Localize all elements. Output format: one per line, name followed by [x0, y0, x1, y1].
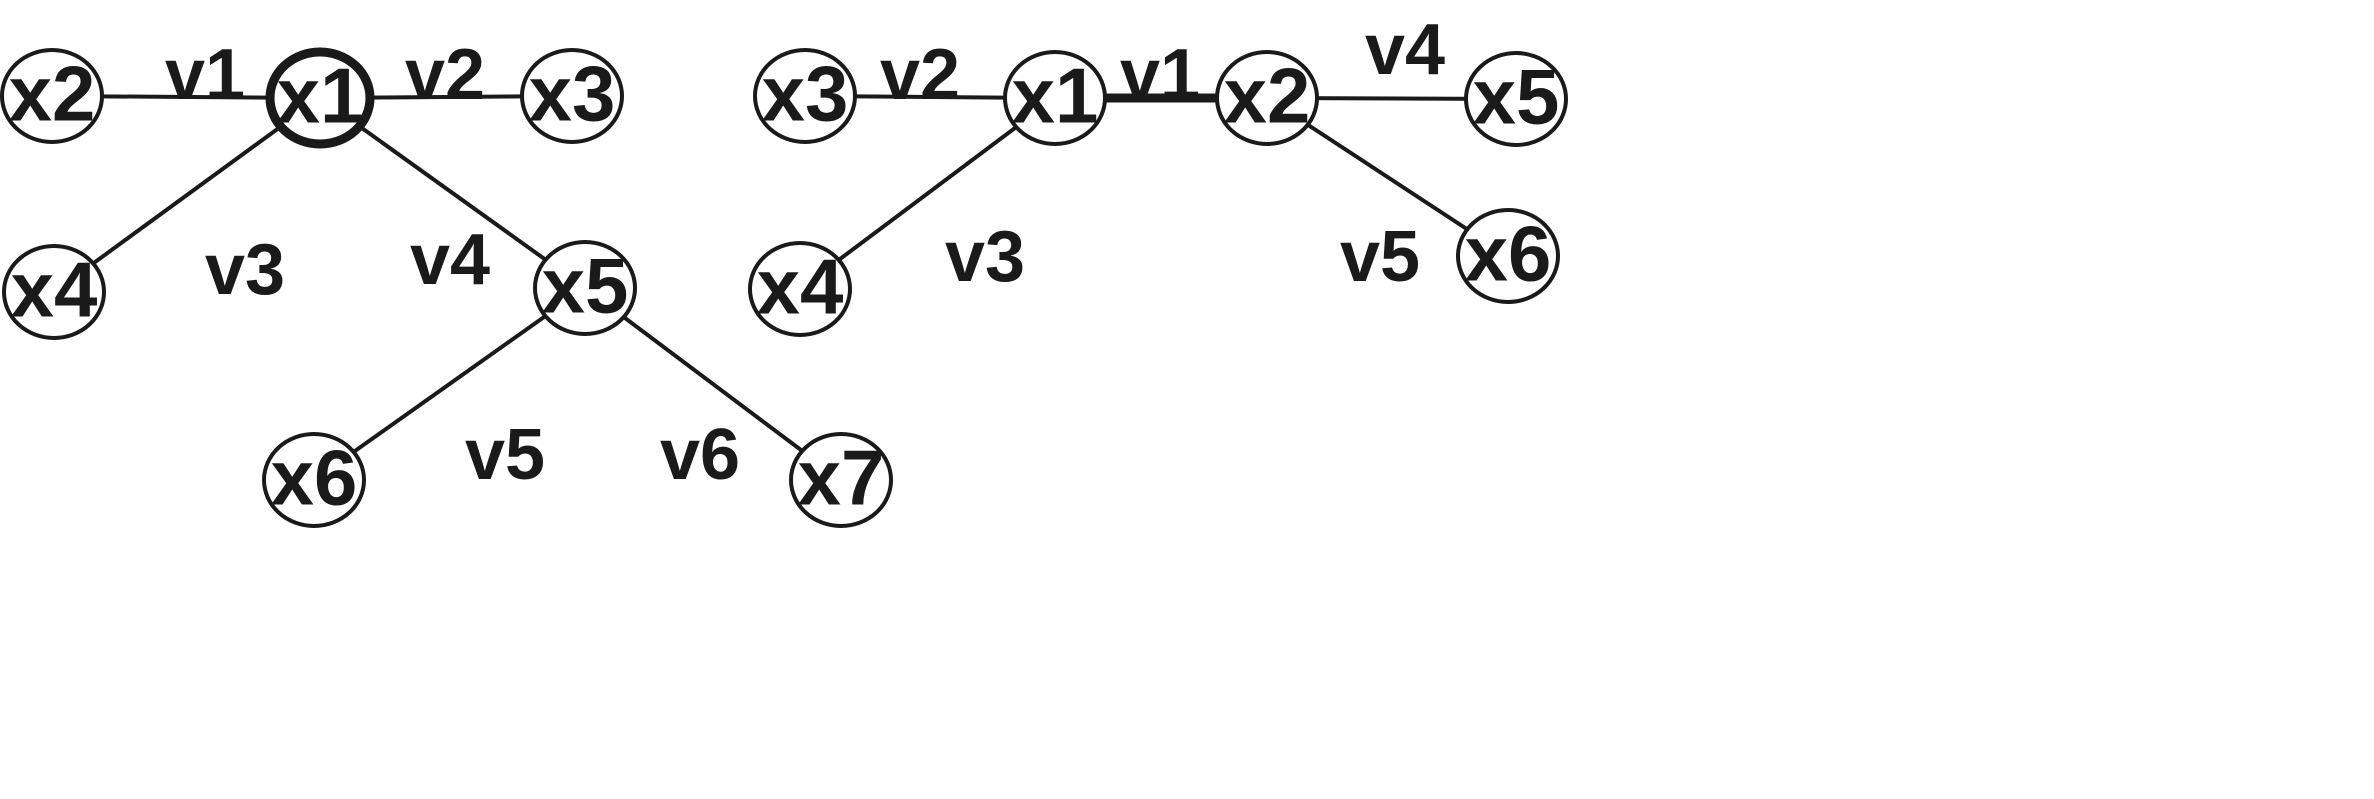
- node-circle: [789, 432, 893, 528]
- node-label: x5: [1473, 53, 1560, 141]
- node-circle: [1003, 50, 1107, 146]
- node-circle: [262, 432, 366, 528]
- node-circle: [1464, 51, 1568, 147]
- node-x5: x5: [1464, 51, 1568, 147]
- node-x3: x3: [753, 48, 857, 144]
- node-circle: [2, 244, 106, 340]
- node-x7: x7: [789, 432, 893, 528]
- node-label: x6: [271, 434, 358, 522]
- node-circle: [753, 48, 857, 144]
- node-x4: x4: [748, 241, 852, 337]
- edge-label-v3: v3: [945, 217, 1025, 297]
- edge-label-v1: v1: [165, 35, 245, 115]
- node-label: x6: [1465, 210, 1552, 298]
- node-circle: [265, 47, 375, 149]
- node-circle: [1456, 208, 1560, 304]
- edge-v5-left-tree: [312, 286, 587, 482]
- node-label: x2: [9, 50, 96, 138]
- node-x6: x6: [262, 432, 366, 528]
- edge-label-v5: v5: [1340, 217, 1420, 297]
- edge-v3-right-tree: [798, 96, 1057, 291]
- edge-label-v4: v4: [1365, 10, 1445, 90]
- edge-label-v6: v6: [660, 415, 740, 495]
- edge-label-v2: v2: [880, 35, 960, 115]
- node-x2: x2: [1215, 50, 1319, 146]
- edge-v4-left-tree: [318, 96, 587, 290]
- node-label: x5: [542, 242, 629, 330]
- nodes-layer: x2 x1 x3 x4 x5 x6 x7 x3 x1 x2 x5 x4 x6: [0, 47, 1568, 528]
- edge-v3-left-tree: [52, 96, 322, 294]
- edge-label-v2: v2: [405, 35, 485, 115]
- node-x6: x6: [1456, 208, 1560, 304]
- node-circle: [748, 241, 852, 337]
- node-x4: x4: [2, 244, 106, 340]
- node-x3: x3: [520, 48, 624, 144]
- edge-v6-left-tree: [583, 286, 843, 482]
- node-circle: [533, 240, 637, 336]
- node-circle: [520, 48, 624, 144]
- edge-label-v1: v1: [1120, 35, 1200, 115]
- node-label: x4: [11, 246, 98, 334]
- node-x5: x5: [533, 240, 637, 336]
- node-x1: x1: [1003, 50, 1107, 146]
- edge-label-v3: v3: [205, 230, 285, 310]
- node-label: x3: [762, 50, 849, 138]
- edge-labels-layer: v1 v2 v3 v4 v5 v6 v2 v1 v4 v3 v5: [165, 10, 1445, 495]
- node-label: x2: [1224, 52, 1311, 140]
- edge-label-v4: v4: [410, 220, 490, 300]
- node-label: x1: [277, 52, 364, 140]
- node-circle: [1215, 50, 1319, 146]
- node-label: x1: [1012, 52, 1099, 140]
- node-label: x4: [757, 243, 844, 331]
- node-label: x3: [529, 50, 616, 138]
- node-x2: x2: [0, 48, 104, 144]
- node-label: x7: [798, 434, 885, 522]
- node-x1: x1: [265, 47, 375, 149]
- edge-label-v5: v5: [465, 415, 545, 495]
- node-circle: [0, 48, 104, 144]
